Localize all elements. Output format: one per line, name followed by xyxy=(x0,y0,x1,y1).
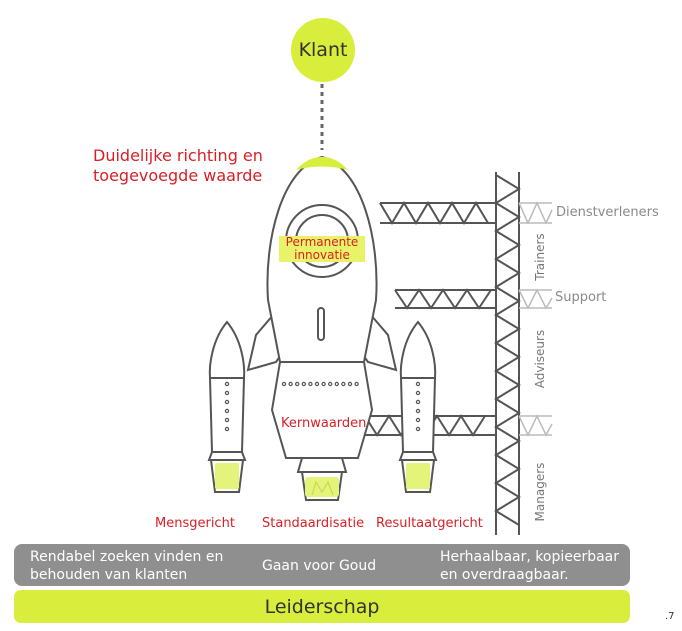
rocket-engine xyxy=(296,457,348,473)
page-number: .7 xyxy=(665,611,675,622)
rocket-rivet xyxy=(295,381,300,387)
tower xyxy=(494,172,521,535)
innovation-label-line2: innovatie xyxy=(294,248,350,262)
gantry-arm-middle xyxy=(394,288,496,310)
booster-rivet xyxy=(415,390,421,396)
foundation-left-line2: behouden van klanten xyxy=(30,567,188,583)
foundation-right: Herhaalbaar, kopieerbaar en overdraagbaa… xyxy=(440,548,619,584)
exhaust-main xyxy=(305,477,339,497)
foundation-left-line1: Rendabel zoeken vinden en xyxy=(30,549,224,565)
foundation-right-line1: Herhaalbaar, kopieerbaar xyxy=(440,549,620,565)
rocket-rivet xyxy=(341,381,346,387)
foundation-center: Gaan voor Goud xyxy=(262,558,377,574)
foundation-right-line2: en overdraagbaar. xyxy=(440,567,569,583)
booster-rivet xyxy=(415,426,421,432)
direction-label-line1: Duidelijke richting en xyxy=(93,146,263,165)
foundation-bar: Rendabel zoeken vinden en behouden van k… xyxy=(14,544,630,586)
rocket-rivet xyxy=(288,381,293,387)
leadership-label: Leiderschap xyxy=(264,595,380,618)
rocket-rivet xyxy=(347,381,353,387)
booster-rivet xyxy=(224,408,230,414)
booster-label-center: Standaardisatie xyxy=(262,516,365,531)
rocket-nose-tip xyxy=(296,157,348,170)
tower-label-advisors: Adviseurs xyxy=(533,329,547,389)
core-values-label: Kernwaarden xyxy=(281,416,367,431)
booster-rivet xyxy=(224,417,230,423)
direction-label-line2: toegevoegde waarde xyxy=(93,166,263,185)
booster-rivet xyxy=(415,417,421,423)
booster-rivet xyxy=(224,381,230,387)
rocket-rivet xyxy=(334,381,339,387)
rocket-skirt xyxy=(270,361,374,459)
gantry-arms xyxy=(364,201,553,437)
rocket-rivet xyxy=(314,381,320,387)
customer-label: Klant xyxy=(298,39,348,61)
rocket-rivet xyxy=(308,381,313,387)
innovation-label: Permanente innovatie xyxy=(279,236,365,262)
rocket-rivet xyxy=(354,381,359,387)
innovation-label-line1: Permanente xyxy=(285,235,359,249)
gantry-arm-top xyxy=(379,201,496,225)
booster-exhaust xyxy=(215,463,430,489)
booster-rivet xyxy=(415,408,421,414)
tower-label-trainers: Trainers xyxy=(533,233,547,281)
booster-rivet xyxy=(415,399,421,405)
direction-label: Duidelijke richting en toegevoegde waard… xyxy=(93,146,263,186)
booster-rivet xyxy=(224,426,230,432)
tower-label-support: Support xyxy=(555,290,607,305)
customer-circle: Klant xyxy=(291,18,355,82)
booster-rivet xyxy=(415,381,421,387)
rocket-rivet xyxy=(328,381,333,387)
tower-label-managers: Managers xyxy=(533,462,547,522)
innovation-highlight xyxy=(279,236,365,262)
rocket-rivets xyxy=(281,381,359,387)
rocket-main xyxy=(246,155,398,501)
rocket-rivet xyxy=(321,381,326,387)
booster-rivets xyxy=(224,381,421,432)
rocket-rivet xyxy=(281,381,287,387)
rocket-rivet xyxy=(301,381,306,387)
booster-rivet xyxy=(224,390,230,396)
tower-label-service-providers: Dienstverleners xyxy=(556,205,659,220)
rocket-slot xyxy=(317,307,325,341)
booster-label-right: Resultaatgericht xyxy=(376,516,483,531)
booster-label-left: Mensgericht xyxy=(155,516,235,531)
leadership-bar: Leiderschap xyxy=(14,590,630,623)
foundation-left: Rendabel zoeken vinden en behouden van k… xyxy=(30,548,223,584)
booster-rivet xyxy=(224,399,230,405)
